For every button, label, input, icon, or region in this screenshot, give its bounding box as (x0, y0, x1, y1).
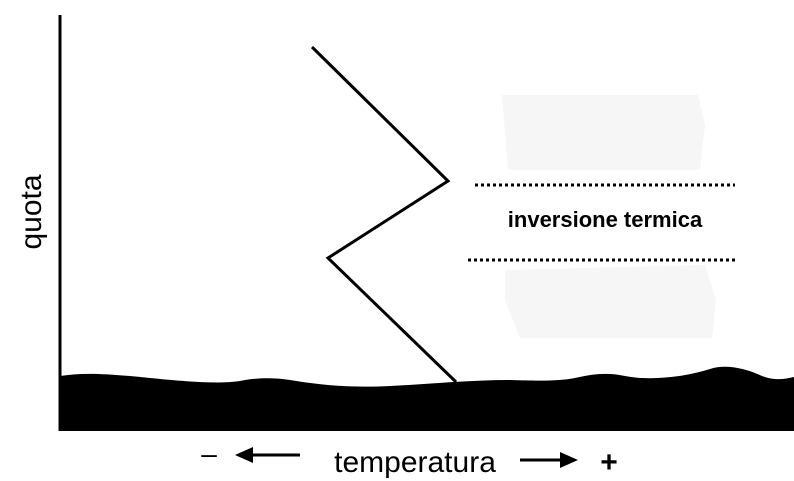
temperature-profile-line (310, 45, 458, 384)
left-arrow-icon (235, 447, 300, 463)
x-axis-minus-sign: – (201, 438, 217, 469)
right-arrow-icon (520, 452, 578, 468)
y-axis-label: quota (15, 174, 48, 249)
ground (60, 366, 794, 431)
x-axis-plus-sign: + (600, 446, 618, 479)
ghost-shape-upper (502, 95, 705, 170)
inversion-label: inversione termica (508, 207, 703, 232)
ghost-shape-lower (505, 265, 716, 338)
x-axis-label: temperatura (334, 446, 496, 479)
